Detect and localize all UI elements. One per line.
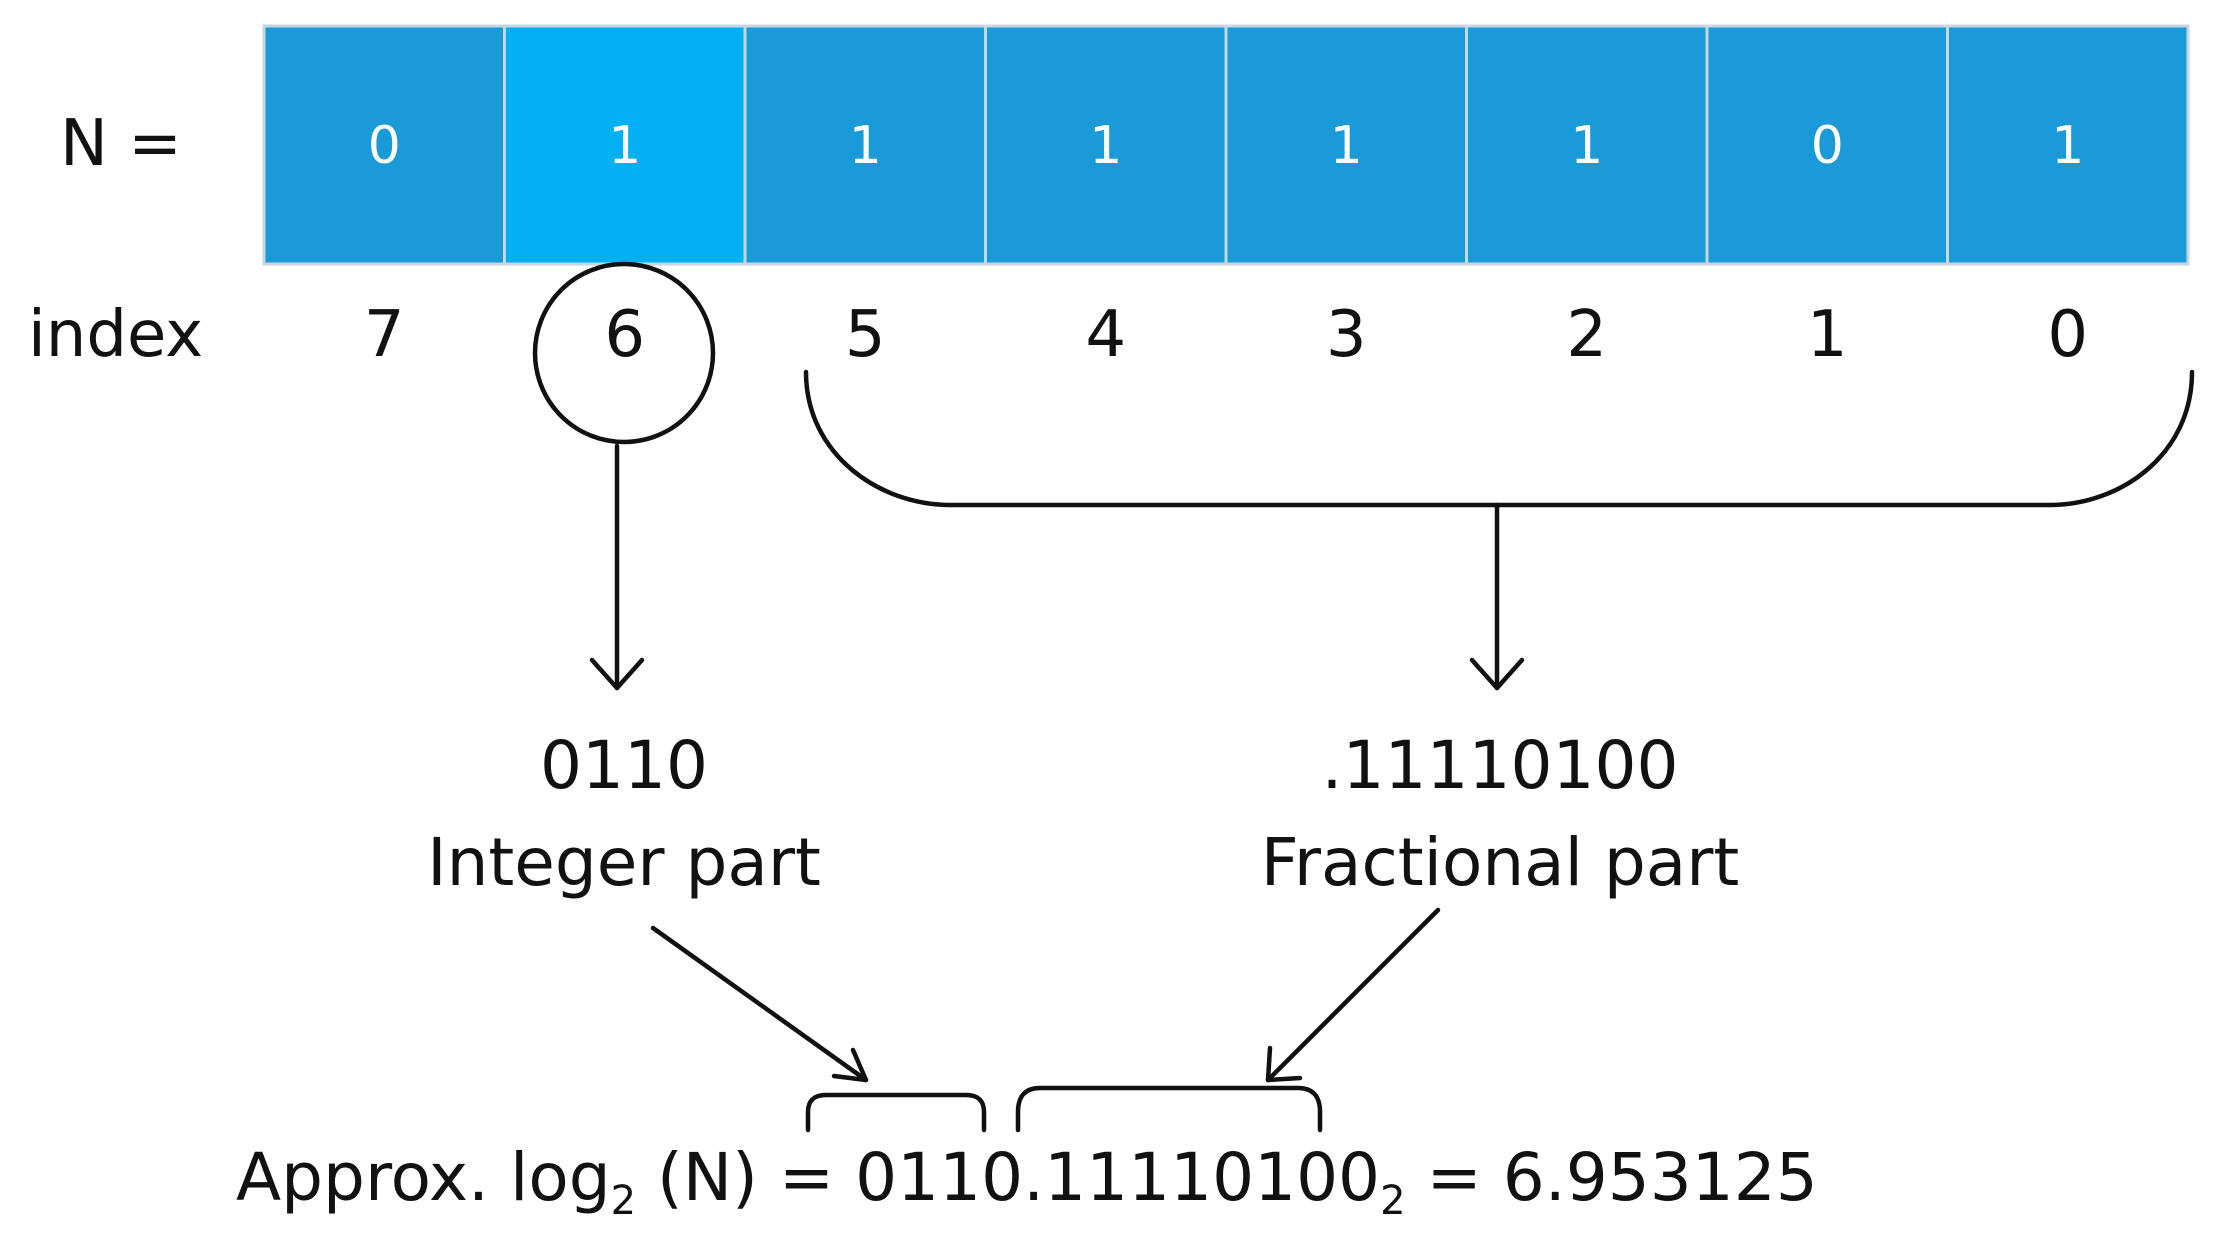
msb-index-circle xyxy=(532,261,716,445)
index-value: 1 xyxy=(1807,298,1848,372)
bit-value: 1 xyxy=(2051,116,2084,176)
index-value: 5 xyxy=(845,298,886,372)
register-label: N = xyxy=(60,107,182,181)
bit-value: 1 xyxy=(1089,116,1122,176)
fractional-part-value: .11110100 xyxy=(1322,727,1679,804)
bit-value: 1 xyxy=(1570,116,1603,176)
log-formula: Approx. log2 (N) = 0110.111101002 = 6.95… xyxy=(236,1139,1818,1224)
formula-number-base: 2 xyxy=(1380,1178,1405,1224)
formula-frac-digits: .11110100 xyxy=(1023,1139,1380,1216)
bit-cell xyxy=(984,24,1228,266)
bit-value: 0 xyxy=(1811,116,1844,176)
fractional-to-formula-arrow xyxy=(1265,907,1441,1083)
integer-digits-bracket xyxy=(805,1092,987,1133)
register-cells: 0 1 1 1 1 1 0 1 xyxy=(262,24,2190,266)
integer-to-formula-arrow xyxy=(650,925,869,1083)
index-value: 4 xyxy=(1085,298,1126,372)
fractional-arrow-head xyxy=(1469,657,1525,691)
fractional-bits-brace xyxy=(803,369,2195,508)
formula-argument: (N) = xyxy=(636,1139,855,1216)
integer-part-label: Integer part xyxy=(427,824,821,901)
fractional-digits-bracket xyxy=(1015,1085,1323,1133)
bit-cell xyxy=(1946,24,2190,266)
formula-log-base: 2 xyxy=(611,1178,636,1224)
fractional-part-label: Fractional part xyxy=(1261,824,1740,901)
formula-int-digits: 0110 xyxy=(855,1139,1023,1216)
index-value: 0 xyxy=(2047,298,2088,372)
bit-value: 1 xyxy=(1330,116,1363,176)
index-value: 2 xyxy=(1566,298,1607,372)
formula-prefix: Approx. log xyxy=(236,1139,611,1216)
index-numbers: 7 6 5 4 3 2 1 0 xyxy=(364,298,2088,372)
bit-cell xyxy=(1705,24,1949,266)
fractional-to-formula-arrow-head xyxy=(1265,1045,1303,1083)
index-value: 6 xyxy=(604,298,645,372)
integer-part-value: 0110 xyxy=(540,727,708,804)
bit-cell xyxy=(1224,24,1468,266)
bit-value: 0 xyxy=(368,116,401,176)
bit-cell xyxy=(1465,24,1709,266)
index-value: 7 xyxy=(364,298,405,372)
formula-result: = 6.953125 xyxy=(1406,1139,1818,1216)
integer-to-formula-arrow-head xyxy=(831,1047,869,1083)
bit-cell xyxy=(743,24,987,266)
index-value: 3 xyxy=(1326,298,1367,372)
integer-arrow-head xyxy=(589,657,645,691)
bit-cell xyxy=(503,24,747,266)
index-label: index xyxy=(28,298,203,372)
bit-cell xyxy=(262,24,506,266)
bit-value: 1 xyxy=(849,116,882,176)
bit-value: 1 xyxy=(608,116,641,176)
